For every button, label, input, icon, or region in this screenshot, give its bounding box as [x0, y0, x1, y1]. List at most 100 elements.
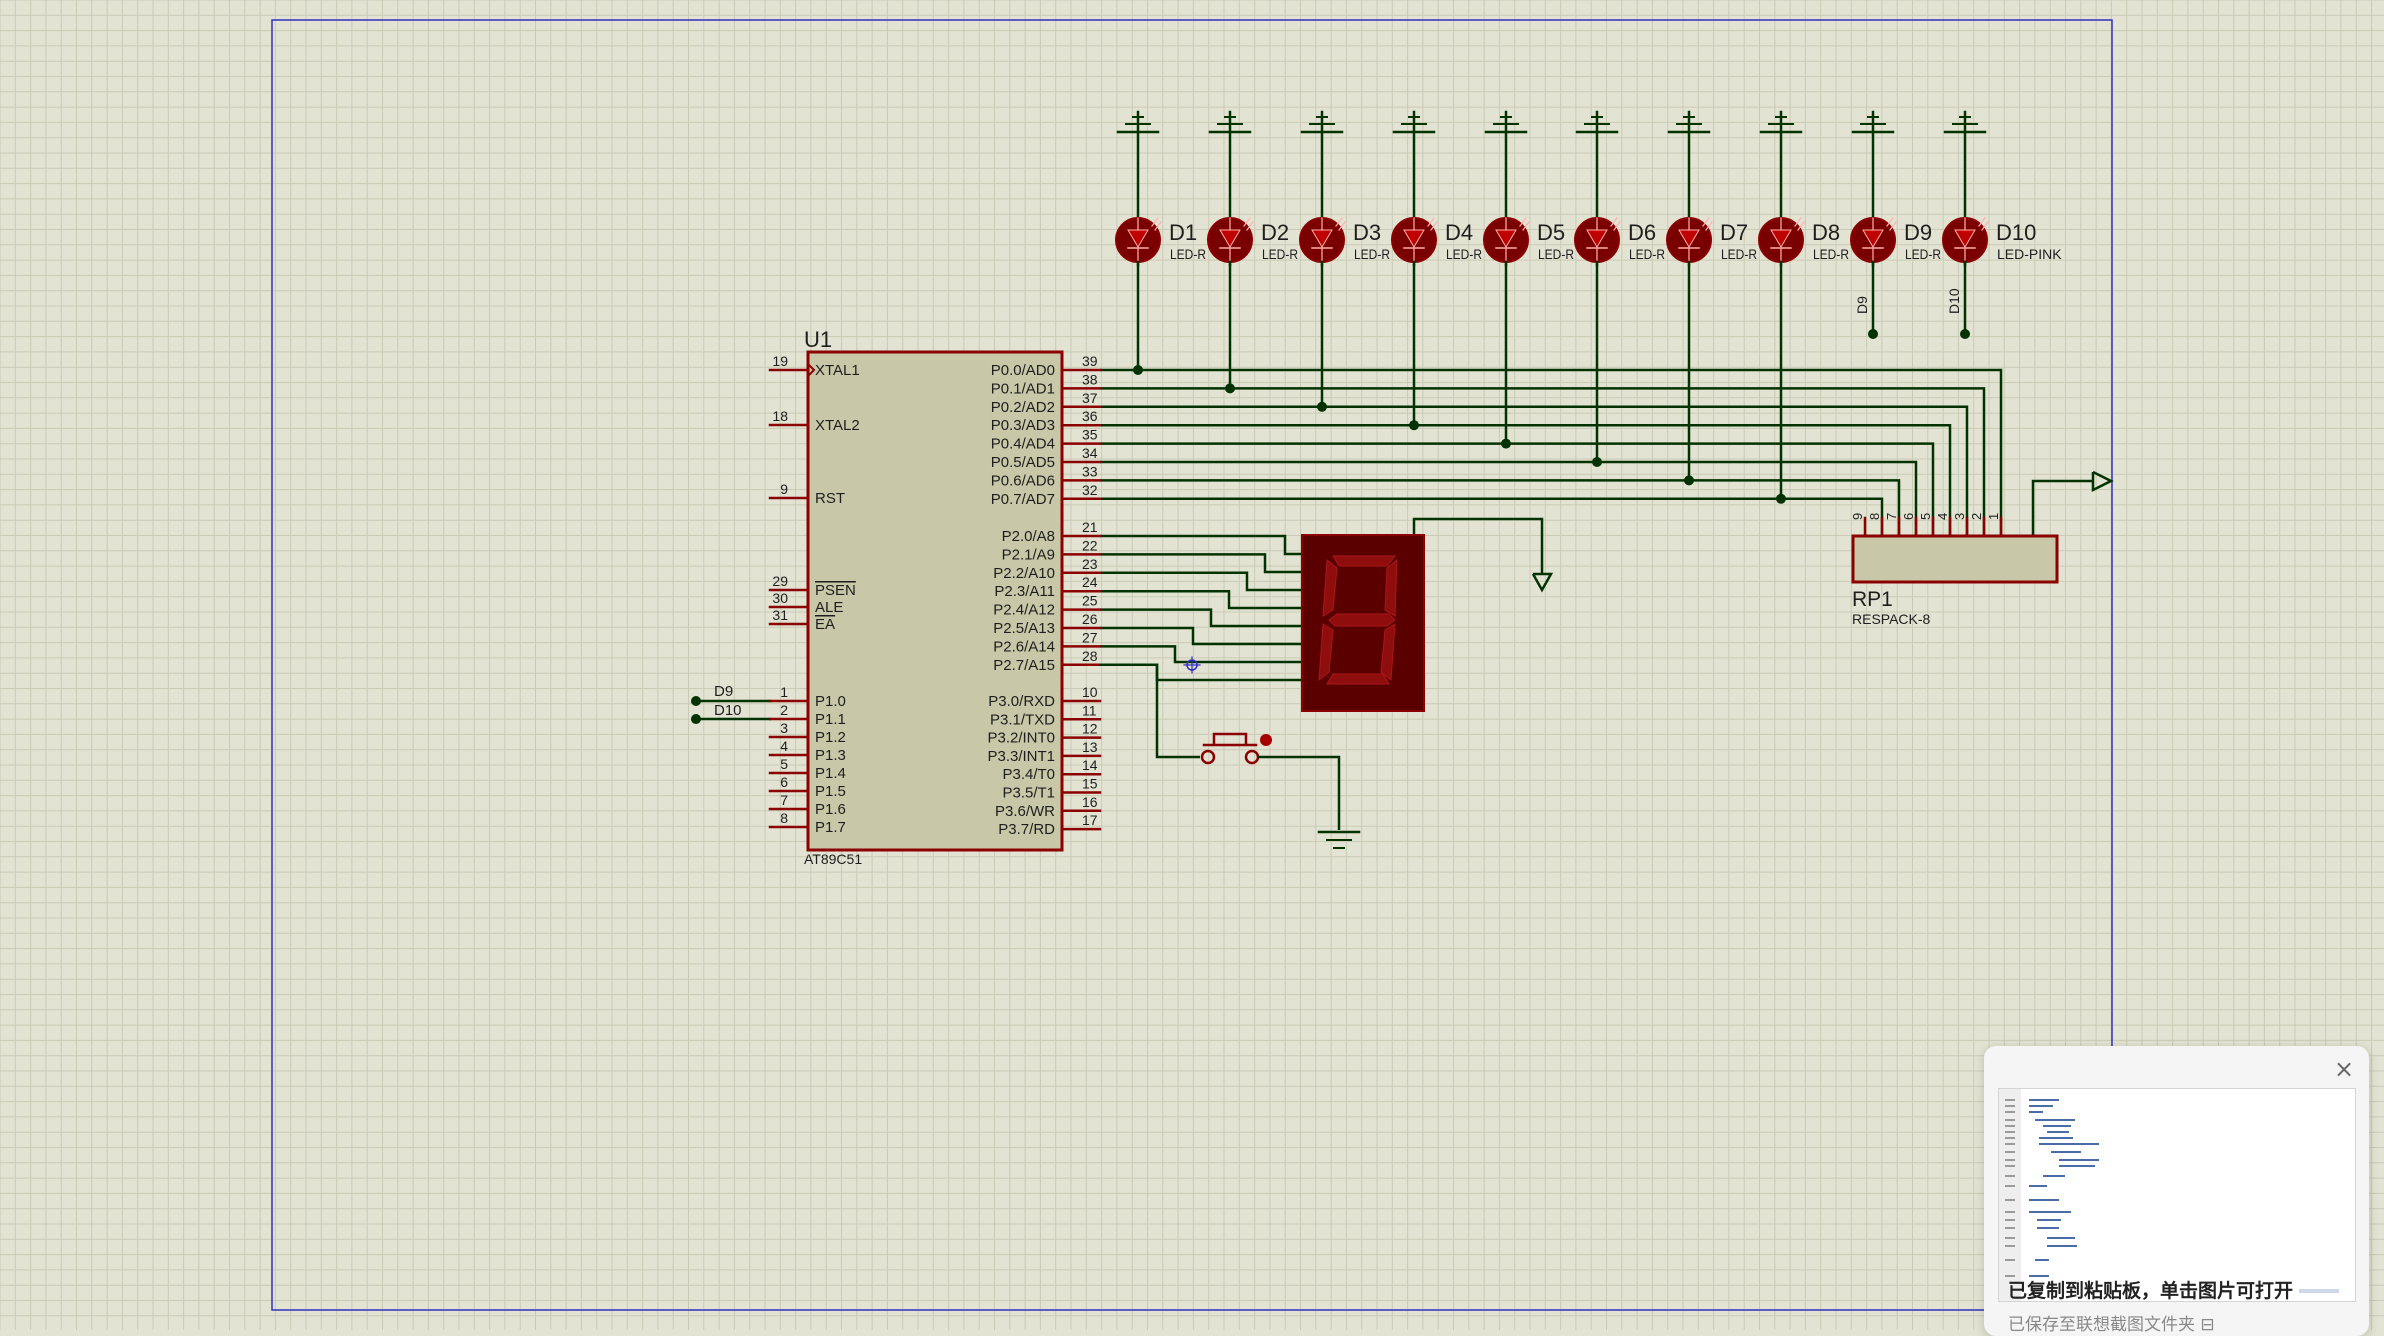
- respack-pin-number: 2: [1969, 513, 1984, 520]
- mcu-pin-number: 8: [780, 810, 788, 826]
- code-line: [2059, 1165, 2095, 1167]
- push-button-switch[interactable]: [1100, 663, 1361, 849]
- code-line: [2035, 1259, 2049, 1261]
- port0-wire: [1100, 387, 1986, 536]
- mcu-pin-number: 32: [1082, 482, 1098, 498]
- code-line: [2043, 1175, 2065, 1177]
- sheet-border: [271, 19, 2113, 1311]
- led-ray: [1702, 217, 1710, 227]
- mcu-pin-name: P3.3/INT1: [987, 748, 1055, 765]
- mcu-pin-name: P0.6/AD6: [991, 472, 1055, 489]
- screenshot-thumbnail[interactable]: [1998, 1088, 2356, 1302]
- mcu-pin-name: P2.7/A15: [993, 657, 1055, 674]
- mcu-pin-name: P1.2: [815, 729, 846, 746]
- mcu-pin-number: 27: [1082, 629, 1098, 645]
- led-ray: [1889, 221, 1897, 231]
- line-number: [2005, 1199, 2015, 1201]
- mcu-pin-number: 37: [1082, 390, 1098, 406]
- mcu-u1[interactable]: U1 AT89C51 19XTAL118XTAL29RST29PSEN30ALE…: [768, 327, 1102, 867]
- junction-dot: [1960, 329, 1970, 339]
- respack-ref-label: RP1: [1852, 588, 1893, 611]
- mcu-pin-name: XTAL2: [815, 417, 860, 434]
- mcu-pin-name: P3.0/RXD: [988, 693, 1055, 710]
- switch-terminal: [1200, 749, 1216, 765]
- mcu-pin-number: 10: [1082, 684, 1098, 700]
- respack-pin-number: 7: [1884, 513, 1899, 520]
- line-number: [2005, 1237, 2015, 1239]
- switch-indicator: [1260, 734, 1272, 746]
- mcu-pin-number: 13: [1082, 739, 1098, 755]
- mcu-pin-number: 9: [780, 481, 788, 497]
- mcu-pin-number: 7: [780, 792, 788, 808]
- line-number: [2005, 1165, 2015, 1167]
- code-line: [2029, 1185, 2047, 1187]
- mcu-pin-name: P0.0/AD0: [991, 362, 1055, 379]
- close-icon[interactable]: ×: [2333, 1055, 2355, 1083]
- mcu-pin-name: P3.6/WR: [995, 803, 1055, 820]
- display-segment: [1384, 558, 1398, 617]
- port0-wire: [1100, 423, 1952, 536]
- led-ref-label: D10: [1996, 220, 2036, 245]
- respack-pin-number: 5: [1918, 513, 1933, 520]
- led-value-label: LED-R: [1721, 246, 1757, 262]
- switch-ground-wire: [1258, 755, 1341, 830]
- port0-wire: [1100, 442, 1935, 536]
- led-value-label: LED-R: [1538, 246, 1574, 262]
- display-segment: [1380, 623, 1396, 681]
- screenshot-toast[interactable]: × 已复制到粘贴板，单击图片可打开 已保存至联想截图文件夹 ⊟: [1984, 1046, 2369, 1336]
- mcu-pin-number: 23: [1082, 556, 1098, 572]
- clock-marker: [807, 363, 816, 377]
- ground-arrow: [1531, 572, 1554, 593]
- code-line: [2043, 1125, 2071, 1127]
- led-ray: [1886, 217, 1894, 227]
- mcu-pin-number: 31: [772, 607, 788, 623]
- led-value-label: LED-R: [1629, 246, 1665, 262]
- display-segment: [1318, 623, 1334, 682]
- port0-wire: [1100, 460, 1918, 536]
- line-number: [2005, 1125, 2015, 1127]
- code-line: [2029, 1275, 2049, 1277]
- mcu-pin-name: P2.0/A8: [1002, 528, 1055, 545]
- port2-wire: [1100, 645, 1302, 664]
- code-line: [2029, 1099, 2059, 1101]
- led-ray: [1427, 217, 1435, 227]
- led-ref-label: D3: [1353, 220, 1381, 245]
- code-lines: [2005, 1099, 2339, 1293]
- port2-wire: [1100, 571, 1302, 592]
- respack-pin-number: 6: [1901, 513, 1916, 520]
- led-ray: [1981, 221, 1989, 231]
- led-value-label: LED-R: [1354, 246, 1390, 262]
- mcu-ref-label: U1: [804, 327, 832, 352]
- line-number: [2005, 1275, 2015, 1277]
- switch-plunger: [1212, 732, 1248, 745]
- respack-pin-number: 8: [1867, 513, 1882, 520]
- toast-subtitle[interactable]: 已保存至联想截图文件夹 ⊟: [2008, 1315, 2215, 1335]
- port2-wire: [1100, 626, 1302, 646]
- code-line: [2059, 1159, 2099, 1161]
- led-ray: [1610, 217, 1618, 227]
- mcu-right-pins: 39P0.0/AD038P0.1/AD137P0.2/AD236P0.3/AD3…: [987, 353, 1102, 838]
- led-ray: [1338, 221, 1346, 231]
- display-segment: [1326, 673, 1390, 685]
- led-ray: [1154, 221, 1162, 231]
- mcu-pin-name: P2.5/A13: [993, 620, 1055, 637]
- seven-segment-display[interactable]: [1301, 534, 1425, 712]
- mcu-pin-name: RST: [815, 490, 845, 507]
- led-value-label: LED-R: [1446, 246, 1482, 262]
- mcu-pin-name: P1.5: [815, 783, 846, 800]
- led-ref-label: D7: [1720, 220, 1748, 245]
- port0-wire: [1100, 405, 1969, 536]
- mcu-pin-name: EA: [815, 616, 835, 633]
- mcu-pin-number: 35: [1082, 427, 1098, 443]
- respack-pin-number: 4: [1935, 513, 1950, 520]
- line-number: [2005, 1131, 2015, 1133]
- led-array[interactable]: D1LED-RD2LED-RD3LED-RD4LED-RD5LED-RD6LED…: [1115, 110, 2062, 339]
